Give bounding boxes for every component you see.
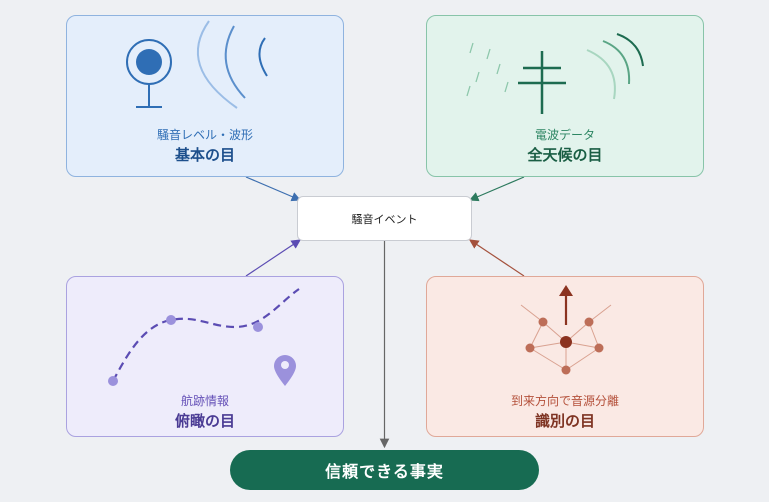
basic-eye-subtitle: 騒音レベル・波形 bbox=[156, 128, 253, 142]
reliable-fact-pill: 信頼できる事実 bbox=[230, 450, 539, 490]
overview-eye-card: 航跡情報 俯瞰の目 bbox=[66, 276, 344, 437]
overview-eye-subtitle: 航跡情報 bbox=[180, 394, 229, 408]
identification-eye-title: 識別の目 bbox=[534, 412, 595, 430]
all-weather-eye-subtitle: 電波データ bbox=[534, 128, 595, 142]
reliable-fact-label: 信頼できる事実 bbox=[325, 462, 444, 481]
microphone-array-direction-icon bbox=[520, 285, 612, 375]
identification-eye-card: 到来方向で音源分離 識別の目 bbox=[426, 276, 704, 437]
all-weather-eye-card: 電波データ 全天候の目 bbox=[426, 15, 704, 177]
arrow-blue-to-center bbox=[245, 176, 302, 202]
all-weather-eye-title: 全天候の目 bbox=[527, 146, 603, 164]
arrow-purple-to-center bbox=[245, 239, 301, 277]
basic-eye-card: 騒音レベル・波形 基本の目 bbox=[66, 15, 344, 177]
noise-event-label: 騒音イベント bbox=[351, 212, 418, 226]
arrow-green-to-center bbox=[468, 176, 525, 202]
overview-eye-title: 俯瞰の目 bbox=[174, 412, 235, 430]
basic-eye-title: 基本の目 bbox=[174, 146, 235, 164]
identification-eye-subtitle: 到来方向で音源分離 bbox=[510, 394, 619, 408]
flight-track-with-location-pin-icon bbox=[108, 288, 300, 386]
radio-antenna-with-waves-icon bbox=[466, 33, 644, 114]
noise-event-box: 騒音イベント bbox=[297, 196, 472, 241]
microphone-with-sound-waves-icon bbox=[126, 20, 268, 109]
arrow-orange-to-center bbox=[469, 239, 525, 277]
